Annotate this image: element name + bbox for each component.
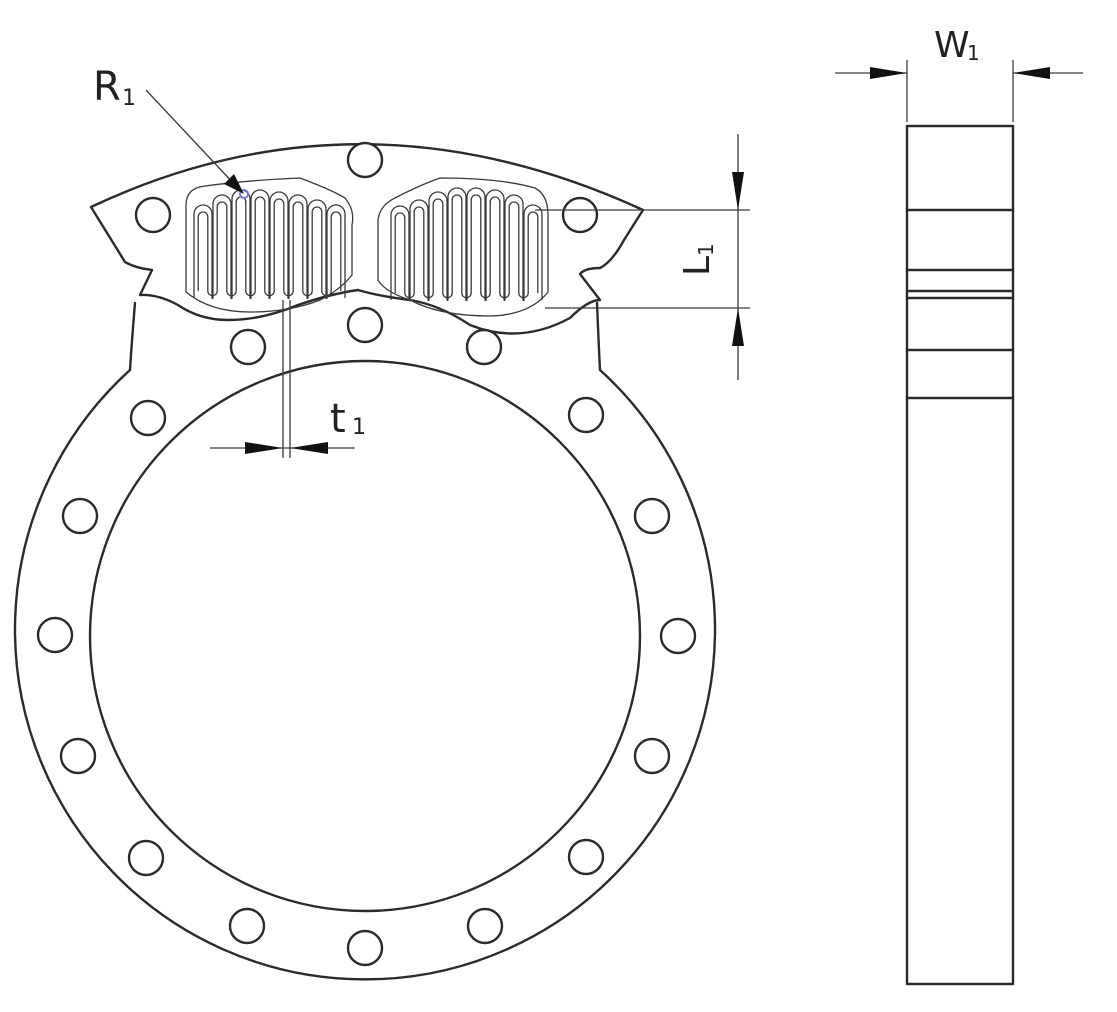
flexure-slot-group-right — [390, 187, 543, 302]
bolt-hole-16 — [567, 838, 605, 876]
bolt-hole-18 — [466, 907, 504, 945]
w1-label-subscript: 1 — [967, 41, 980, 65]
head-contour — [89, 143, 645, 335]
bolt-hole-13 — [59, 737, 97, 775]
l1-arrowhead-top — [732, 172, 744, 210]
l1-arrowhead-bottom — [732, 308, 744, 346]
bolt-holes — [36, 141, 697, 967]
w1-label: W — [934, 25, 970, 66]
r1-leader-line — [145, 89, 237, 187]
w1-arrowhead-left — [870, 67, 907, 79]
bolt-hole-5 — [229, 328, 267, 366]
flexure-pocket-left — [185, 177, 354, 313]
t1-label-subscript: 1 — [352, 415, 366, 440]
bolt-hole-10 — [633, 497, 671, 535]
bolt-hole-19 — [346, 929, 384, 967]
bolt-hole-15 — [127, 839, 165, 877]
flexure-slots — [185, 177, 549, 317]
bolt-hole-14 — [633, 737, 671, 775]
side-view-outline — [905, 124, 1015, 986]
l1-label-subscript: 1 — [694, 243, 718, 256]
t1-arrowhead-left — [245, 442, 283, 454]
outer-contour — [13, 301, 717, 981]
bolt-hole-9 — [61, 497, 99, 535]
bolt-hole-7 — [129, 399, 167, 437]
bolt-hole-2 — [134, 196, 172, 234]
bolt-hole-4 — [346, 306, 384, 344]
bolt-hole-3 — [561, 196, 599, 234]
bolt-hole-12 — [659, 617, 697, 655]
r1-highlight — [239, 189, 249, 199]
flexure-slot-group-left-path-1 — [193, 189, 346, 300]
bolt-hole-17 — [228, 907, 266, 945]
inner-ring — [88, 359, 642, 913]
front-view: R 1 t 1 L 1 — [13, 64, 750, 981]
bolt-hole-6 — [465, 328, 503, 366]
w1-arrowhead-right — [1013, 67, 1050, 79]
flexure-slot-group-left — [193, 189, 346, 300]
t1-label: t — [330, 396, 346, 442]
side-view: W 1 — [835, 25, 1083, 986]
t1-arrowhead-right — [290, 442, 328, 454]
flexure-slot-group-left-path-2 — [197, 196, 342, 297]
r1-label-subscript: 1 — [122, 86, 136, 111]
r1-label: R — [93, 64, 121, 110]
flexure-slot-group-right-path-2 — [394, 194, 539, 299]
flexure-pocket-right — [377, 177, 549, 317]
bolt-hole-8 — [567, 396, 605, 434]
l1-label: L — [677, 256, 718, 276]
bolt-hole-11 — [36, 616, 74, 654]
r1-arrowhead — [224, 174, 244, 194]
bolt-hole-1 — [346, 141, 384, 179]
